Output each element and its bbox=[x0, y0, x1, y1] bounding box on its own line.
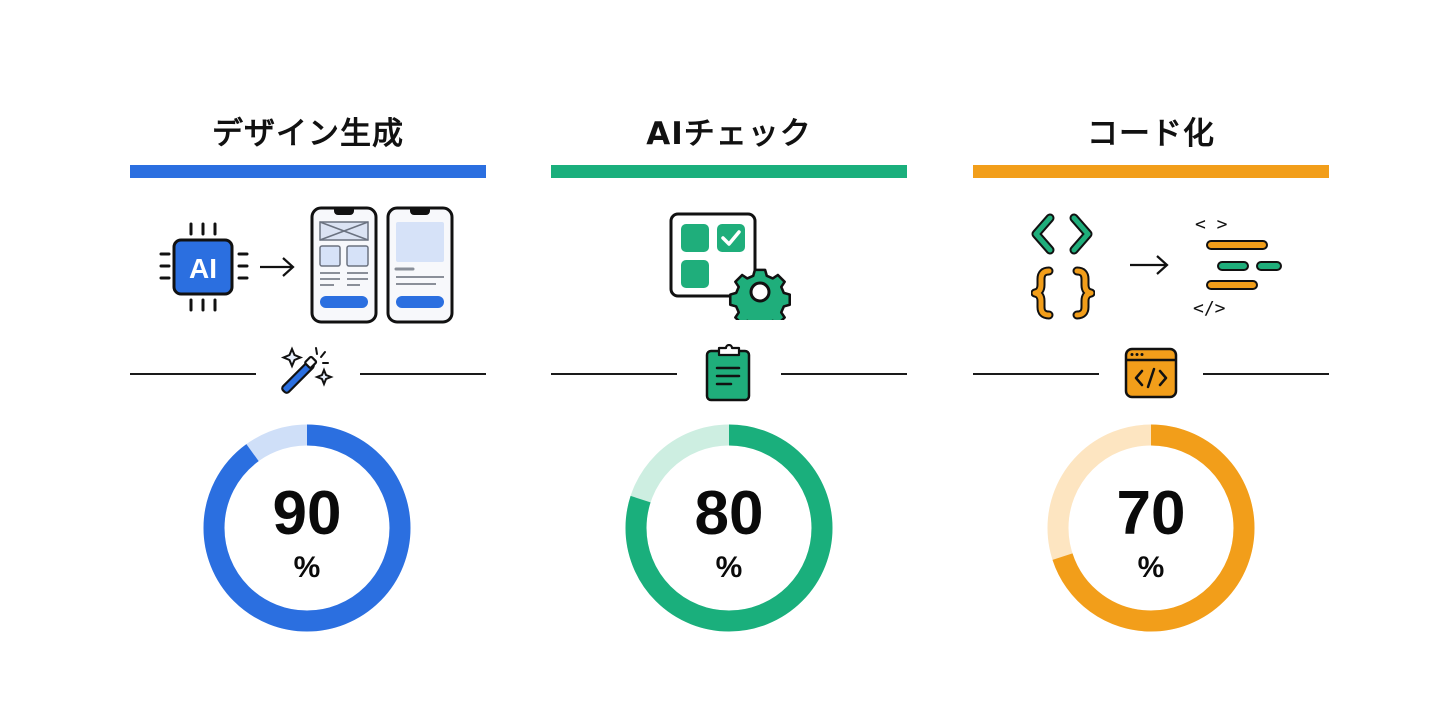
code-lines-icon: < > </> bbox=[1193, 214, 1282, 319]
illustration-ai-to-wireframes: AI bbox=[130, 200, 486, 330]
code-window-icon bbox=[1124, 347, 1178, 399]
progress-unit: % bbox=[293, 551, 321, 584]
section-divider bbox=[973, 344, 1329, 404]
checklist-gear-icon bbox=[669, 212, 791, 320]
progress-ring: 90 % bbox=[202, 423, 412, 633]
arrow-right-icon bbox=[260, 257, 295, 277]
progress-ring-graphic bbox=[203, 424, 411, 632]
section-divider bbox=[551, 344, 907, 404]
angle-brackets-icon bbox=[1031, 213, 1093, 255]
column-title: デザイン生成 bbox=[212, 116, 404, 152]
progress-ring: 80 % bbox=[624, 423, 834, 633]
progress-ring: 70 % bbox=[1046, 423, 1256, 633]
svg-text:</>: </> bbox=[1193, 298, 1226, 319]
accent-bar bbox=[130, 165, 486, 178]
progress-unit: % bbox=[1137, 551, 1165, 584]
column-title: AIチェック bbox=[646, 116, 812, 152]
accent-bar bbox=[551, 165, 907, 178]
mockup-phone-icon bbox=[386, 206, 454, 324]
section-divider bbox=[130, 344, 486, 404]
column-ai-check: AIチェック bbox=[551, 0, 907, 720]
svg-text:AI: AI bbox=[189, 253, 217, 284]
progress-unit: % bbox=[715, 551, 743, 584]
column-coding: コード化 < > bbox=[973, 0, 1329, 720]
divider-line-left bbox=[551, 373, 677, 375]
divider-line-left bbox=[973, 373, 1099, 375]
accent-bar bbox=[973, 165, 1329, 178]
column-title: コード化 bbox=[1087, 116, 1215, 152]
divider-line-left bbox=[130, 373, 256, 375]
ai-chip-icon: AI bbox=[159, 222, 249, 312]
illustration-check-grid-gear bbox=[551, 200, 907, 330]
clipboard-icon bbox=[705, 344, 751, 402]
curly-braces-icon bbox=[1031, 266, 1095, 320]
illustration-code-conversion: < > </> bbox=[973, 200, 1329, 330]
progress-value: 90 bbox=[272, 479, 342, 548]
progress-value: 80 bbox=[694, 479, 764, 548]
progress-ring-graphic bbox=[625, 424, 833, 632]
arrow-right-icon bbox=[1130, 255, 1169, 275]
wireframe-phone-icon bbox=[310, 206, 378, 324]
column-design-generation: デザイン生成 AI bbox=[130, 0, 486, 720]
svg-text:< >: < > bbox=[1195, 214, 1228, 235]
divider-line-right bbox=[360, 373, 486, 375]
progress-value: 70 bbox=[1116, 479, 1186, 548]
magic-wand-icon bbox=[280, 346, 334, 394]
progress-ring-graphic bbox=[1047, 424, 1255, 632]
divider-line-right bbox=[781, 373, 907, 375]
divider-line-right bbox=[1203, 373, 1329, 375]
